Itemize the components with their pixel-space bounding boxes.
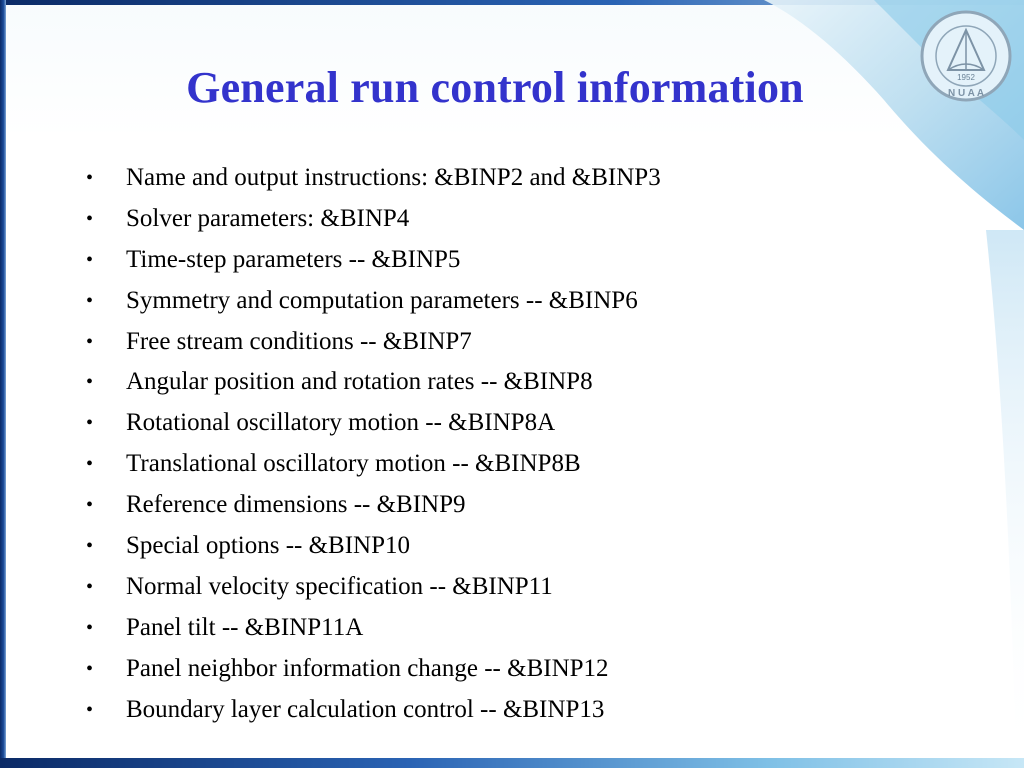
university-seal-icon: 1952 N U A A xyxy=(918,8,1014,104)
list-item-text: Name and output instructions: &BINP2 and… xyxy=(126,164,661,191)
list-item-text: Time-step parameters -- &BINP5 xyxy=(126,245,461,273)
top-frame-bar xyxy=(0,0,1024,5)
decorative-swoosh xyxy=(764,0,1024,768)
bullet-icon: • xyxy=(86,657,94,680)
list-item: • Translational oscillatory motion -- &BI… xyxy=(86,446,661,487)
list-item-text: Rotational oscillatory motion -- &BINP8A xyxy=(126,409,556,437)
list-item-text: Normal velocity specification -- &BINP11 xyxy=(126,572,553,600)
list-item: • Time-step parameters -- &BINP5 xyxy=(86,242,661,283)
list-item: • Special options -- &BINP10 xyxy=(86,528,661,569)
bullet-icon: • xyxy=(86,616,94,639)
bottom-frame-bar xyxy=(0,758,1024,768)
list-item: • Symmetry and computation parameters -- … xyxy=(86,283,661,324)
list-item-text: Boundary layer calculation control -- &B… xyxy=(126,695,605,723)
list-item-text: Translational oscillatory motion -- &BIN… xyxy=(126,450,581,478)
bullet-icon: • xyxy=(86,535,94,558)
list-item-text: Symmetry and computation parameters -- &… xyxy=(126,286,638,314)
list-item: • Normal velocity specification -- &BINP1… xyxy=(86,569,661,610)
list-item-text: Special options -- &BINP10 xyxy=(126,532,411,560)
bullet-icon: • xyxy=(86,167,94,189)
bullet-icon: • xyxy=(86,453,94,476)
bullet-icon: • xyxy=(86,494,94,517)
svg-text:1952: 1952 xyxy=(957,73,975,82)
bullet-list: • Name and output instructions: &BINP2 an… xyxy=(86,160,661,732)
list-item: • Reference dimensions -- &BINP9 xyxy=(86,487,661,528)
list-item-text: Solver parameters: &BINP4 xyxy=(126,204,410,232)
bullet-icon: • xyxy=(86,289,94,312)
list-item: • Panel neighbor information change -- &B… xyxy=(86,651,661,692)
list-item: • Panel tilt -- &BINP11A xyxy=(86,610,661,651)
list-item: • Angular position and rotation rates -- … xyxy=(86,364,661,405)
list-item: • Rotational oscillatory motion -- &BINP8… xyxy=(86,405,661,446)
bullet-icon: • xyxy=(86,698,94,721)
bullet-icon: • xyxy=(86,207,94,230)
svg-text:N U A A: N U A A xyxy=(948,88,984,99)
slide-title: General run control information xyxy=(186,63,804,112)
list-item-text: Panel tilt -- &BINP11A xyxy=(126,613,364,641)
bullet-icon: • xyxy=(86,330,94,353)
list-item: • Name and output instructions: &BINP2 an… xyxy=(86,160,661,201)
bullet-icon: • xyxy=(86,371,94,394)
list-item: • Free stream conditions -- &BINP7 xyxy=(86,324,661,365)
bullet-icon: • xyxy=(86,575,94,598)
list-item-text: Free stream conditions -- &BINP7 xyxy=(126,327,472,355)
left-frame-bar xyxy=(0,0,6,768)
bullet-icon: • xyxy=(86,248,94,271)
list-item: • Boundary layer calculation control -- &… xyxy=(86,692,661,733)
bullet-icon: • xyxy=(86,412,94,435)
list-item-text: Angular position and rotation rates -- &… xyxy=(126,368,593,396)
list-item-text: Panel neighbor information change -- &BI… xyxy=(126,654,609,682)
list-item-text: Reference dimensions -- &BINP9 xyxy=(126,491,466,519)
list-item: • Solver parameters: &BINP4 xyxy=(86,201,661,242)
